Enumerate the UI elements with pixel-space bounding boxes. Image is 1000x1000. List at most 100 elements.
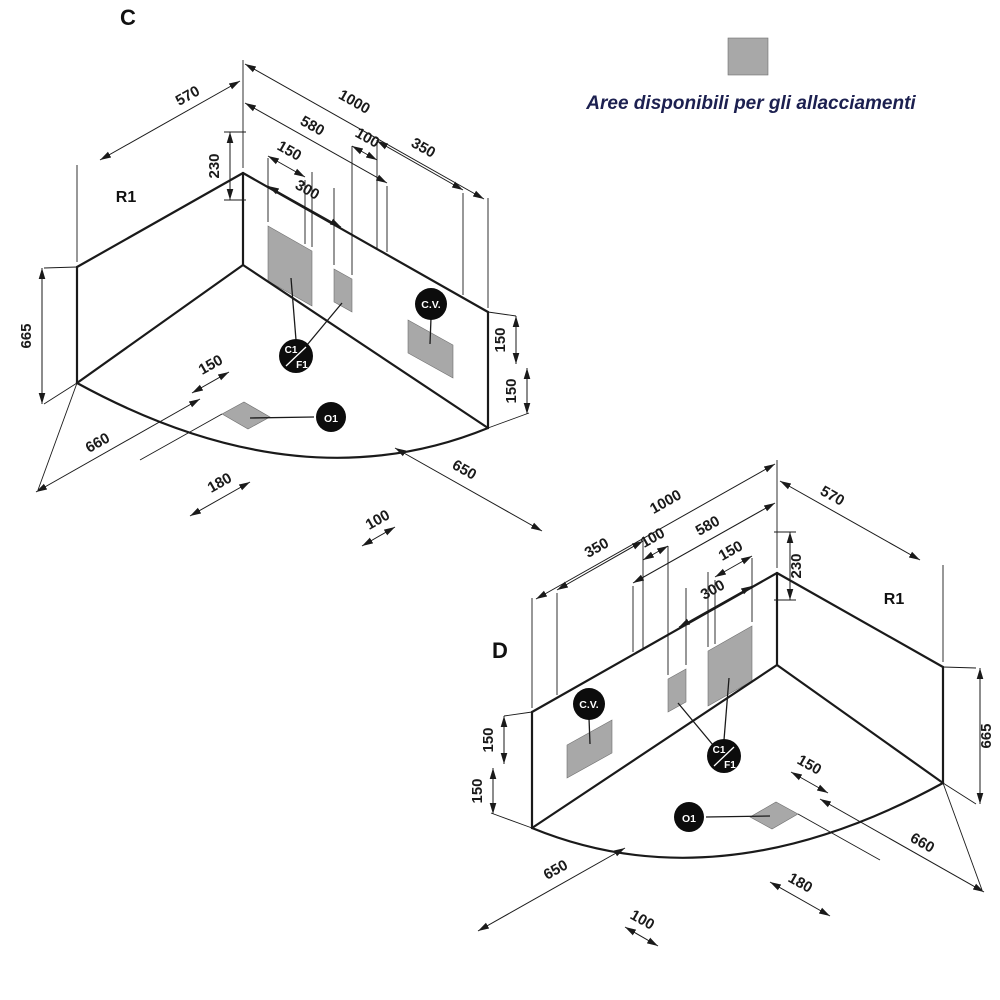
leader-o1-c <box>249 416 315 419</box>
dim-label-150-right-lower-c: 150 <box>503 378 520 403</box>
panel-label-r1-d: R1 <box>884 591 905 608</box>
marker-o1-d <box>674 802 704 832</box>
connection-area-c1f1-wall-c <box>267 225 313 307</box>
panel-label-r1-c: R1 <box>116 189 137 206</box>
connection-area-o1-floor-c <box>221 401 271 430</box>
marker-cv-c <box>415 288 447 320</box>
dim-label-300-c: 300 <box>292 177 322 204</box>
dim-100-bottom-c <box>361 526 396 547</box>
dim-150-floor-c <box>191 371 230 394</box>
dim-label-1000-c: 1000 <box>336 86 373 117</box>
marker-f1-label-c: F1 <box>296 360 308 371</box>
dim-label-150-top-c: 150 <box>274 138 304 165</box>
marker-c1-label-d: C1 <box>713 745 726 756</box>
dim-label-665-c: 665 <box>18 323 35 348</box>
dim-label-650-c: 650 <box>449 457 479 484</box>
dim-label-100-bottom-d: 100 <box>627 907 657 934</box>
dim-label-100-bottom-c: 100 <box>363 507 393 534</box>
dim-570-c <box>99 80 241 161</box>
dim-label-150-right-lower-d: 150 <box>469 778 486 803</box>
marker-f1-label-d: F1 <box>724 760 736 771</box>
dimension-lines-d <box>477 463 985 947</box>
dim-label-150-floor-c: 150 <box>196 352 226 379</box>
dim-label-580-c: 580 <box>297 113 327 140</box>
dim-150-floor-d <box>790 771 829 794</box>
dim-660-d <box>819 798 985 893</box>
dim-350-d <box>556 540 644 591</box>
dim-650-d <box>477 847 626 932</box>
dim-180-d <box>769 881 831 917</box>
dim-100-bottom-d <box>624 926 659 947</box>
dim-580-c <box>244 102 388 184</box>
dim-label-230-d: 230 <box>788 553 805 578</box>
diagram-d-title: D <box>492 638 508 663</box>
dim-label-665-d: 665 <box>978 723 995 748</box>
dim-label-660-d: 660 <box>907 830 937 857</box>
dim-180-c <box>189 481 251 517</box>
dim-label-230-c: 230 <box>206 153 223 178</box>
diagram-c: C R1 <box>18 5 543 547</box>
diagram-c-title: C <box>120 5 136 30</box>
legend-caption: Aree disponibili per gli allacciamenti <box>585 93 916 114</box>
dim-label-100-top-d: 100 <box>638 525 668 552</box>
connection-area-cv-wall-c <box>407 319 454 379</box>
connection-areas-d <box>566 625 799 830</box>
marker-c1-label-c: C1 <box>285 345 298 356</box>
dim-label-150-top-d: 150 <box>716 538 746 565</box>
dim-label-1000-d: 1000 <box>647 486 684 517</box>
dim-label-570-c: 570 <box>173 83 203 110</box>
marker-o1-label-c: O1 <box>324 413 338 425</box>
leader-o1-d <box>705 815 771 818</box>
connection-area-small-wall-d <box>667 668 687 713</box>
marker-o1-label-d: O1 <box>682 813 696 825</box>
dim-label-350-d: 350 <box>582 535 612 562</box>
dim-label-150-right-upper-c: 150 <box>492 327 509 352</box>
dim-150-top-c <box>267 155 306 178</box>
dim-label-580-d: 580 <box>693 513 723 540</box>
dim-label-150-right-upper-d: 150 <box>480 727 497 752</box>
dim-label-300-d: 300 <box>698 577 728 604</box>
dim-label-350-c: 350 <box>408 135 438 162</box>
marker-o1-c <box>316 402 346 432</box>
dim-660-c <box>35 398 201 493</box>
marker-cv-d <box>573 688 605 720</box>
dimension-lines-c <box>35 63 543 547</box>
dim-label-100-top-c: 100 <box>352 125 382 152</box>
dim-150-top-d <box>714 555 753 578</box>
leader-c1f1-b-d <box>677 702 714 746</box>
tub-front-curve-d <box>530 781 945 859</box>
dim-580-d <box>632 502 776 584</box>
dim-350-c <box>376 140 464 191</box>
connection-area-small-wall-c <box>333 268 353 313</box>
dim-label-650-d: 650 <box>541 857 571 884</box>
dim-300-d <box>678 585 753 628</box>
connection-area-o1-floor-d <box>749 801 799 830</box>
dim-label-570-d: 570 <box>817 483 847 510</box>
dim-570-d <box>779 480 921 561</box>
connection-area-c1f1-wall-d <box>707 625 753 707</box>
dim-100-top-c <box>351 145 378 161</box>
dim-label-150-floor-d: 150 <box>794 752 824 779</box>
diagram-d: D R1 <box>469 460 995 947</box>
marker-c1f1-slash-c <box>285 346 307 367</box>
connection-markers-d: C.V. C1 F1 O1 <box>573 677 771 832</box>
connection-markers-c: C.V. C1 F1 O1 <box>249 277 447 432</box>
leader-cv-d <box>588 717 591 745</box>
connection-areas-c <box>221 225 454 430</box>
dim-label-660-c: 660 <box>83 430 113 457</box>
dim-100-top-d <box>642 545 669 561</box>
dimension-labels-d: 570 1000 580 150 100 350 300 230 665 660… <box>469 483 995 934</box>
leader-c1f1-b-c <box>306 302 343 346</box>
marker-c1f1-slash-d <box>713 746 735 767</box>
dim-650-c <box>394 447 543 532</box>
leader-c1f1-a-c <box>290 277 297 341</box>
dim-300-c <box>267 185 342 228</box>
connection-area-cv-wall-d <box>566 719 613 779</box>
legend: Aree disponibili per gli allacciamenti <box>585 37 916 114</box>
marker-cv-label-d: C.V. <box>579 699 599 711</box>
legend-swatch <box>727 37 769 76</box>
leader-c1f1-a-d <box>723 677 730 741</box>
leader-cv-c <box>429 317 432 345</box>
